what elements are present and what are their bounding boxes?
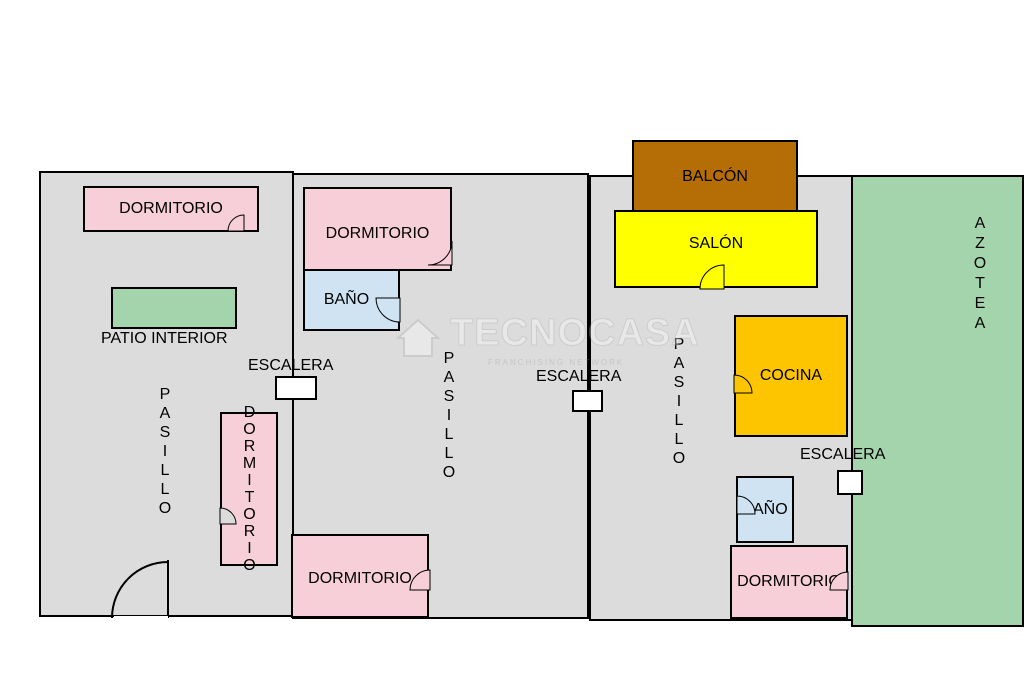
pasillo-2-label: PASILLO <box>440 350 458 483</box>
escalera-1-label: ESCALERA <box>248 357 334 374</box>
pasillo-2-text: PASILLO <box>440 350 458 483</box>
dormitorio-1: DORMITORIO <box>83 186 259 232</box>
pasillo-3-label: PASILLO <box>670 336 688 469</box>
escalera-3-label: ESCALERA <box>800 446 886 463</box>
escalera-1 <box>275 376 317 400</box>
dormitorio-5: DORMITORIO <box>730 545 848 619</box>
patio-interior-label: PATIO INTERIOR <box>101 330 228 347</box>
dormitorio-4: DORMITORIO <box>291 534 429 618</box>
dormitorio-2-label: DORMITORIO <box>241 404 258 574</box>
dormitorio-3-label: DORMITORIO <box>325 225 430 242</box>
balcon-label: BALCÓN <box>682 167 748 185</box>
salon-label: SALÓN <box>688 235 744 252</box>
door-dormitorio-4 <box>409 569 431 591</box>
door-bano-1 <box>375 297 401 323</box>
dormitorio-1-label: DORMITORIO <box>119 200 223 217</box>
balcon: BALCÓN <box>632 140 798 213</box>
dormitorio-4-label: DORMITORIO <box>308 570 412 587</box>
door-dormitorio-5 <box>829 571 849 591</box>
door-cocina <box>733 374 753 394</box>
azotea-text: AZOTEA <box>971 215 989 335</box>
door-salon <box>699 264 725 290</box>
dormitorio-5-label: DORMITORIO <box>737 573 841 590</box>
salon: SALÓN <box>614 210 818 288</box>
azotea-label: AZOTEA <box>971 215 989 335</box>
cocina-label: COCINA <box>759 367 823 384</box>
azotea <box>851 175 1024 627</box>
house-icon <box>396 318 440 357</box>
pasillo-1-label: PASILLO <box>156 386 174 519</box>
escalera-2-label: ESCALERA <box>536 368 622 385</box>
escalera-3 <box>837 470 863 495</box>
door-bano-2 <box>736 495 756 515</box>
watermark-tagline: FRANCHISING NETWORK <box>488 358 625 367</box>
door-dormitorio-1 <box>227 214 245 232</box>
watermark-brand: TECNOCASA <box>450 312 700 355</box>
patio-interior <box>111 287 237 329</box>
door-dormitorio-2 <box>219 507 237 525</box>
dormitorio-2: DORMITORIO <box>220 404 278 574</box>
entrance-door <box>111 560 169 620</box>
pasillo-1-text: PASILLO <box>156 386 174 519</box>
tecnocasa-watermark: TECNOCASA FRANCHISING NETWORK <box>388 310 699 372</box>
pasillo-3-text: PASILLO <box>670 336 688 469</box>
bano-1-label: BAÑO <box>323 291 370 308</box>
door-dormitorio-3 <box>427 240 453 266</box>
escalera-2 <box>572 390 603 412</box>
